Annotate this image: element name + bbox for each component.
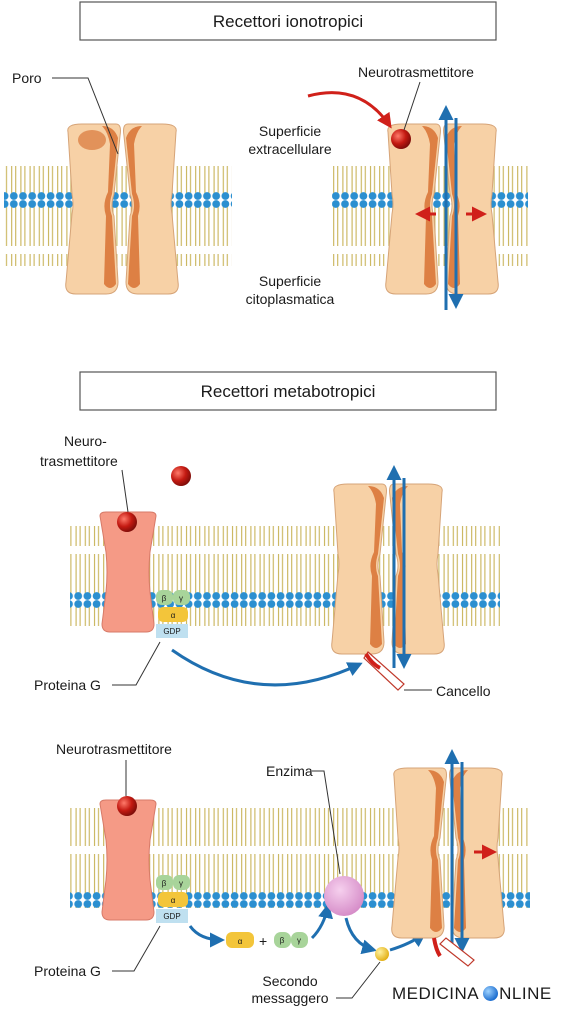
label-g-protein-2: Proteina G [34,963,101,979]
binding-arrow [307,91,392,129]
signal-arrow-2c [344,917,377,955]
neuro-leader [121,469,129,513]
globe-icon [483,986,499,1001]
svg-text:GDP: GDP [163,627,180,636]
metabotropic-title-box [79,371,497,411]
receptor-2 [99,799,157,921]
ionotropic-title-box [79,1,497,41]
neurotransmitter-leader [403,81,421,131]
metabotropic-title: Recettori metabotropici [201,382,376,401]
label-extracellular-1: Superficie [259,123,321,139]
g-protein-1: β γ α GDP [156,590,190,638]
label-pore: Poro [12,70,42,86]
dissociated-beta-gamma: β γ [274,932,308,948]
plus-sign: + [259,933,267,949]
ionotropic-title: Recettori ionotropici [213,12,363,31]
enzyme [324,876,364,916]
svg-text:α: α [171,611,176,620]
second-messenger [375,947,389,961]
neurotransmitter-free [171,466,191,486]
svg-text:GDP: GDP [163,912,180,921]
signal-arrow-1 [171,648,363,687]
signal-arrow-2a [188,925,225,948]
gate-open-red [432,937,442,958]
gate-closed-red [364,652,381,670]
label-g-protein-1: Proteina G [34,677,101,693]
neurotransmitter-bound-2 [117,796,137,816]
label-second-2: messaggero [251,990,328,1006]
signal-arrow-2b [310,903,333,940]
g-protein-leader-1 [112,641,161,686]
label-enzyme: Enzima [266,763,313,779]
dissociated-alpha: α [226,932,254,948]
label-neurotransmitter: Neurotrasmettitore [358,64,474,80]
label-neuro-1: Neuro- [64,433,107,449]
pore-leader [52,77,119,155]
label-second-1: Secondo [262,973,317,989]
label-neurotransmitter-2: Neurotrasmettitore [56,741,172,757]
label-cytoplasmic-2: citoplasmatica [246,291,335,307]
closed-ion-channel [65,123,179,295]
label-extracellular-2: extracellulare [248,141,331,157]
neurotransmitter-ball [391,129,411,149]
g-protein-leader-2 [112,925,161,972]
gate-open [439,937,475,967]
neurotransmitter-bound-1 [117,512,137,532]
svg-text:β: β [280,936,285,945]
enzyme-leader [312,770,341,875]
svg-text:γ: γ [179,594,183,603]
svg-text:β: β [162,594,167,603]
g-protein-2: β γ α GDP [156,875,190,923]
svg-text:γ: γ [179,879,183,888]
membrane-left [4,166,232,266]
svg-text:α: α [171,896,176,905]
label-neuro-2: trasmettitore [40,453,118,469]
svg-text:β: β [162,879,167,888]
ionotropic-panel: Recettori ionotropici Poro Neurotrasmett… [4,1,528,310]
label-gate: Cancello [436,683,491,699]
svg-text:γ: γ [297,936,301,945]
label-cytoplasmic-1: Superficie [259,273,321,289]
second-leader [336,961,381,999]
svg-text:α: α [238,937,243,946]
metabotropic-panel: Recettori metabotropici β γ α GDP Neuro-… [34,371,530,1006]
